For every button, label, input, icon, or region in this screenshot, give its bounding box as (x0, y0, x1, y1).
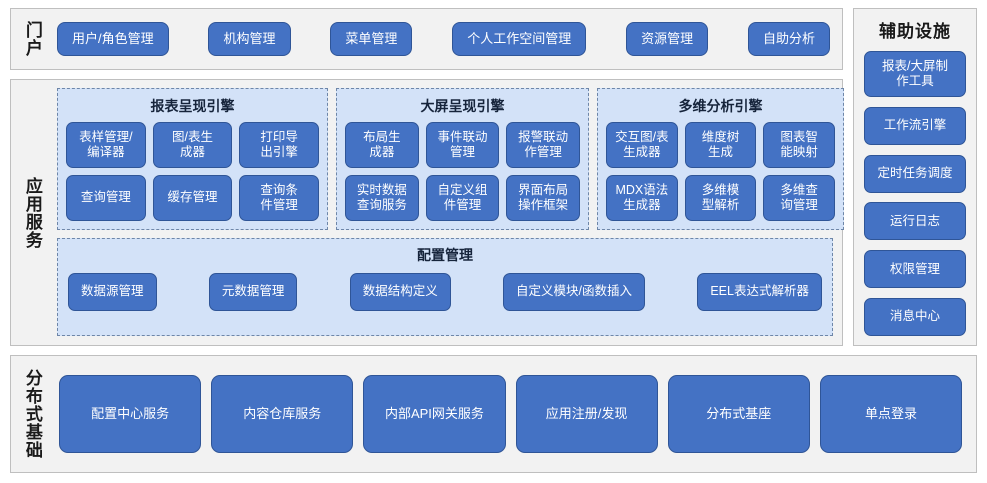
auxiliary-item-report-dashboard-authoring-tool[interactable]: 报表/大屏制 作工具 (864, 51, 966, 97)
engine-item-custom-component-management[interactable]: 自定义组 件管理 (425, 175, 500, 221)
engine-item-mdx-syntax-generator[interactable]: MDX语法 生成器 (606, 175, 678, 221)
engine-item-template-management-compiler[interactable]: 表样管理/ 编译器 (66, 122, 146, 168)
portal-section-label: 门户 (22, 21, 42, 57)
group-configuration-management-title: 配置管理 (417, 247, 473, 263)
distributed-item-content-repository-service[interactable]: 内容仓库服务 (211, 375, 354, 453)
group-report-rendering-engine-grid: 表样管理/ 编译器 图/表生 成器 打印导 出引擎 查询管理 缓存管理 查询条 … (66, 122, 319, 221)
top-area: 门户 用户/角色管理 机构管理 菜单管理 个人工作空间管理 资源管理 自助分析 … (10, 8, 977, 346)
auxiliary-facilities-list: 报表/大屏制 作工具 工作流引擎 定时任务调度 运行日志 权限管理 消息中心 (864, 51, 966, 336)
distributed-foundation-section: 分布式基础 配置中心服务 内容仓库服务 内部API网关服务 应用注册/发现 分布… (10, 355, 977, 473)
engine-item-cache-management[interactable]: 缓存管理 (152, 175, 233, 221)
distributed-item-internal-api-gateway-service[interactable]: 内部API网关服务 (363, 375, 506, 453)
engine-item-query-condition-management[interactable]: 查询条 件管理 (239, 175, 319, 221)
engine-item-event-linkage-management[interactable]: 事件联动 管理 (425, 122, 500, 168)
engine-item-layout-generator[interactable]: 布局生 成器 (345, 122, 419, 168)
auxiliary-facilities-title: 辅助设施 (879, 22, 951, 41)
distributed-item-config-center-service[interactable]: 配置中心服务 (59, 375, 202, 453)
config-item-data-structure-definition[interactable]: 数据结构定义 (349, 273, 451, 311)
config-item-datasource-management[interactable]: 数据源管理 (68, 273, 157, 311)
config-item-eel-expression-parser[interactable]: EEL表达式解析器 (697, 273, 822, 311)
portal-button-row: 用户/角色管理 机构管理 菜单管理 个人工作空间管理 资源管理 自助分析 (53, 9, 842, 69)
group-multidimensional-analysis-engine: 多维分析引擎 交互图/表 生成器 维度树 生成 图表智 能映射 MDX语法 生成… (597, 88, 844, 230)
distributed-foundation-section-label: 分布式基础 (22, 369, 42, 459)
engines-row: 报表呈现引擎 表样管理/ 编译器 图/表生 成器 打印导 出引擎 查询管理 缓存… (57, 88, 844, 230)
engine-item-ui-layout-operation-framework[interactable]: 界面布局 操作框架 (506, 175, 580, 221)
group-report-rendering-engine-title: 报表呈现引擎 (150, 98, 235, 114)
distributed-item-distributed-base[interactable]: 分布式基座 (667, 375, 810, 453)
auxiliary-item-runtime-log[interactable]: 运行日志 (864, 202, 966, 241)
portal-item-resource-management[interactable]: 资源管理 (626, 22, 709, 56)
application-services-section: 应用服务 报表呈现引擎 表样管理/ 编译器 图/表生 成器 打印导 出引擎 查询… (10, 79, 844, 346)
config-item-metadata-management[interactable]: 元数据管理 (208, 273, 298, 311)
portal-item-personal-workspace-management[interactable]: 个人工作空间管理 (452, 22, 587, 56)
configuration-management-row: 数据源管理 元数据管理 数据结构定义 自定义模块/函数插入 EEL表达式解析器 (68, 273, 822, 311)
portal-item-user-role-management[interactable]: 用户/角色管理 (57, 22, 169, 56)
config-item-custom-module-function-insertion[interactable]: 自定义模块/函数插入 (503, 273, 646, 311)
distributed-item-single-sign-on[interactable]: 单点登录 (819, 375, 963, 453)
auxiliary-facilities-section: 辅助设施 报表/大屏制 作工具 工作流引擎 定时任务调度 运行日志 权限管理 消… (853, 8, 977, 346)
group-report-rendering-engine: 报表呈现引擎 表样管理/ 编译器 图/表生 成器 打印导 出引擎 查询管理 缓存… (57, 88, 328, 230)
engine-item-chart-table-generator[interactable]: 图/表生 成器 (152, 122, 233, 168)
engine-item-query-management[interactable]: 查询管理 (66, 175, 146, 221)
distributed-foundation-row: 配置中心服务 内容仓库服务 内部API网关服务 应用注册/发现 分布式基座 单点… (53, 356, 976, 472)
group-configuration-management: 配置管理 数据源管理 元数据管理 数据结构定义 自定义模块/函数插入 EEL表达… (57, 238, 833, 336)
portal-item-menu-management[interactable]: 菜单管理 (330, 22, 413, 56)
engine-item-dimension-tree-generation[interactable]: 维度树 生成 (684, 122, 757, 168)
auxiliary-item-workflow-engine[interactable]: 工作流引擎 (864, 106, 966, 145)
auxiliary-item-message-center[interactable]: 消息中心 (864, 297, 966, 336)
engine-item-interactive-chart-table-generator[interactable]: 交互图/表 生成器 (606, 122, 678, 168)
application-services-section-label: 应用服务 (22, 176, 42, 249)
engine-item-multidimensional-query-management[interactable]: 多维查 询管理 (763, 175, 835, 221)
engine-item-chart-smart-mapping[interactable]: 图表智 能映射 (763, 122, 835, 168)
engine-item-alarm-linkage-action-management[interactable]: 报警联动 作管理 (506, 122, 580, 168)
engine-item-multidimensional-model-parsing[interactable]: 多维模 型解析 (684, 175, 757, 221)
group-large-screen-rendering-engine: 大屏呈现引擎 布局生 成器 事件联动 管理 报警联动 作管理 实时数据 查询服务… (336, 88, 589, 230)
group-large-screen-rendering-engine-title: 大屏呈现引擎 (420, 98, 505, 114)
distributed-item-app-registration-discovery[interactable]: 应用注册/发现 (515, 375, 658, 453)
auxiliary-item-scheduled-task-scheduling[interactable]: 定时任务调度 (864, 154, 966, 193)
engine-item-print-export-engine[interactable]: 打印导 出引擎 (239, 122, 319, 168)
portal-item-self-service-analysis[interactable]: 自助分析 (747, 22, 830, 56)
group-multidimensional-analysis-engine-grid: 交互图/表 生成器 维度树 生成 图表智 能映射 MDX语法 生成器 多维模 型… (606, 122, 835, 221)
group-multidimensional-analysis-engine-title: 多维分析引擎 (678, 98, 763, 114)
application-services-body: 报表呈现引擎 表样管理/ 编译器 图/表生 成器 打印导 出引擎 查询管理 缓存… (53, 80, 844, 345)
portal-item-organization-management[interactable]: 机构管理 (208, 22, 291, 56)
engine-item-realtime-data-query-service[interactable]: 实时数据 查询服务 (345, 175, 419, 221)
auxiliary-item-permission-management[interactable]: 权限管理 (864, 250, 966, 289)
portal-section: 门户 用户/角色管理 机构管理 菜单管理 个人工作空间管理 资源管理 自助分析 (10, 8, 843, 70)
left-column: 门户 用户/角色管理 机构管理 菜单管理 个人工作空间管理 资源管理 自助分析 … (10, 8, 844, 346)
group-large-screen-rendering-engine-grid: 布局生 成器 事件联动 管理 报警联动 作管理 实时数据 查询服务 自定义组 件… (345, 122, 580, 221)
